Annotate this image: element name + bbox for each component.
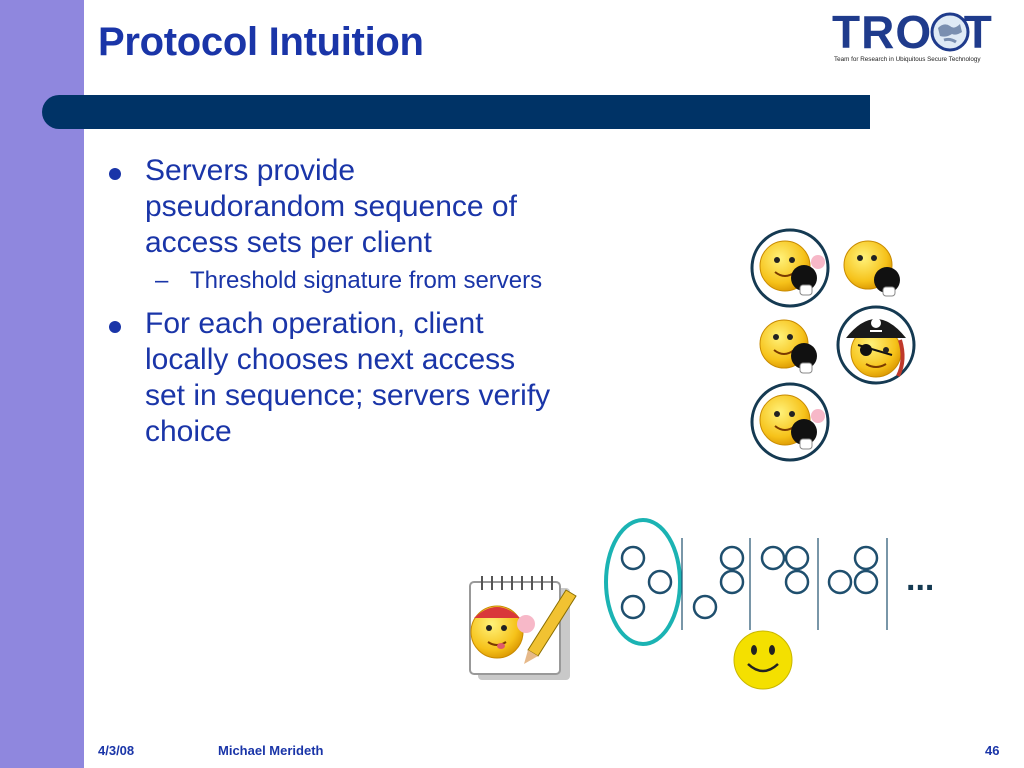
bullet-dot-icon [109, 168, 121, 180]
title-underline-bar [42, 95, 870, 129]
bullet-item: For each operation, client locally choos… [105, 306, 695, 450]
trust-logo: TROST Team for Research in Ubiquitous Se… [832, 6, 1016, 70]
bullet-line: For each operation, client [145, 307, 484, 340]
logo-tagline: Team for Research in Ubiquitous Secure T… [834, 56, 981, 63]
smiley-face-icon [733, 630, 793, 690]
sequence-ellipsis: ... [906, 560, 934, 598]
selected-access-set-highlight [604, 518, 682, 646]
access-set-sequence [604, 518, 888, 646]
sub-bullet-item: – Threshold signature from servers [105, 266, 695, 296]
globe-icon [930, 12, 970, 52]
bullet-line: Servers provide [145, 154, 356, 187]
pirate-face [836, 305, 916, 385]
bullet-line: set in sequence; servers verify [145, 379, 551, 412]
bullet-item: Servers provide pseudorandom sequence of… [105, 153, 695, 261]
server-face-1 [750, 228, 830, 308]
bullet-dot-icon [109, 321, 121, 333]
bullet-line: choice [145, 415, 232, 448]
bullet-list: Servers provide pseudorandom sequence of… [105, 153, 695, 450]
server-face-3 [759, 319, 817, 374]
slide-title: Protocol Intuition [98, 20, 424, 64]
server-face-2 [843, 240, 900, 297]
bullet-line: pseudorandom sequence of [145, 190, 517, 223]
sub-bullet-dash-icon: – [155, 267, 169, 294]
bullet-line: locally chooses next access [145, 343, 516, 376]
bullet-line: access sets per client [145, 226, 432, 259]
sub-bullet-text: Threshold signature from servers [190, 267, 543, 294]
footer-page-number: 46 [985, 743, 1000, 758]
footer-author: Michael Merideth [218, 743, 324, 758]
footer-date: 4/3/08 [98, 743, 135, 758]
client-notepad-figure [469, 576, 577, 680]
server-face-4 [750, 382, 830, 462]
